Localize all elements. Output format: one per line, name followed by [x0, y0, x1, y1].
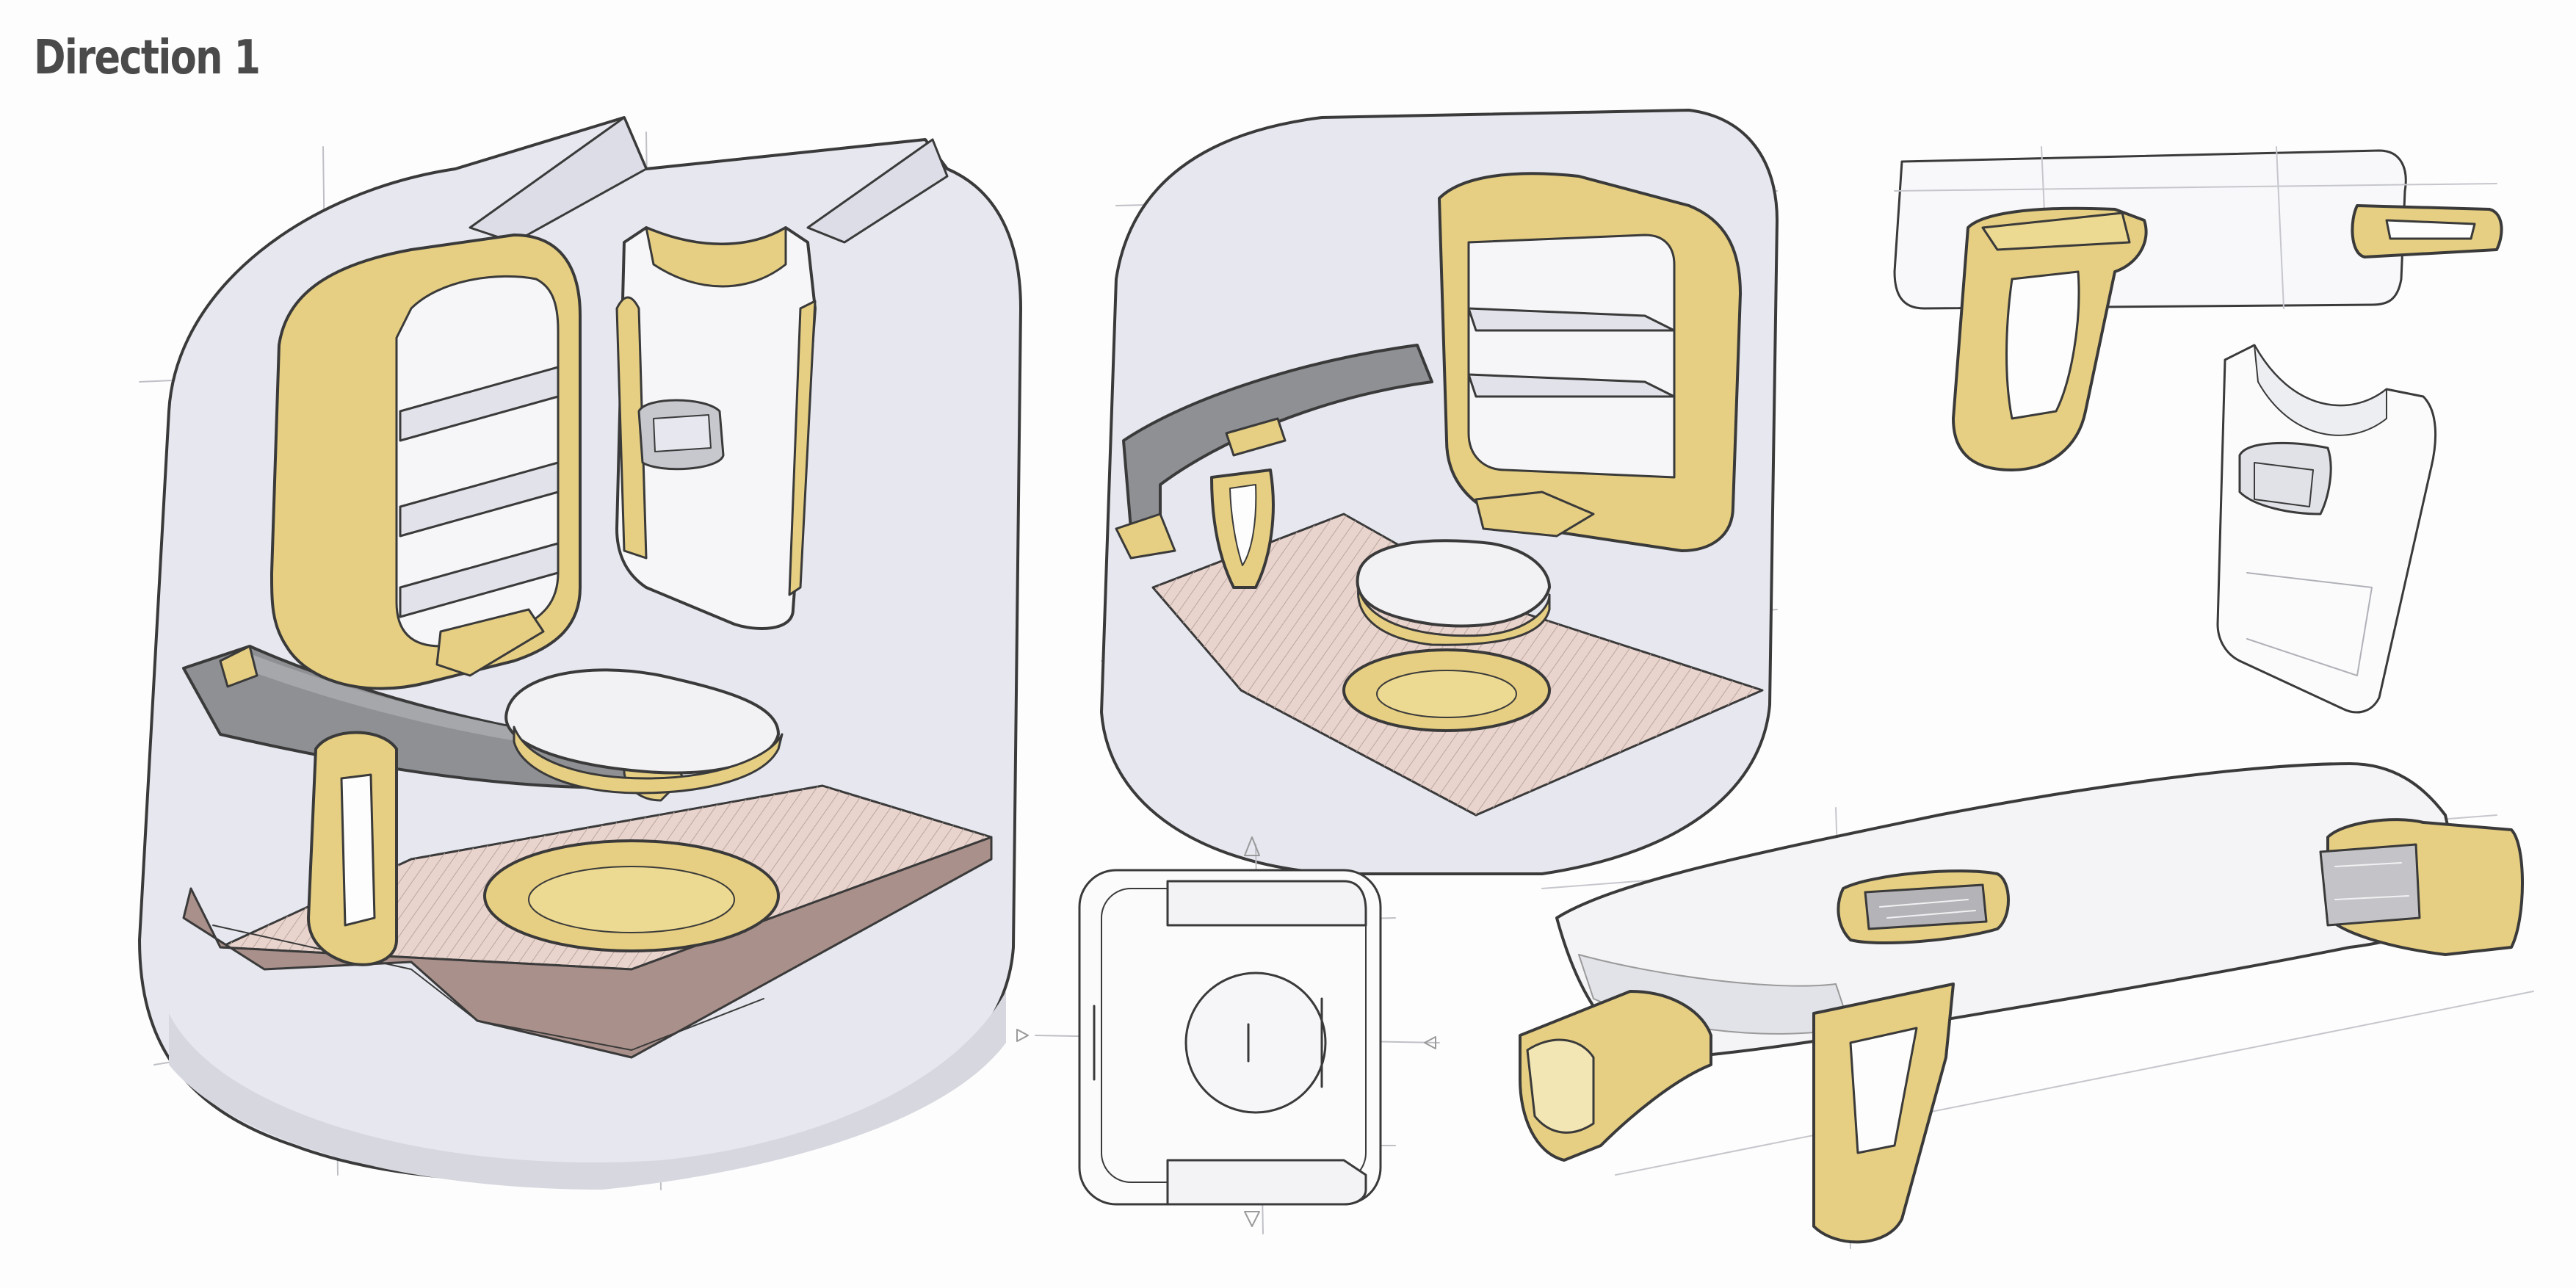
handle-bar-perspective [1519, 762, 2534, 1249]
interior-pod-side-view [1100, 109, 1779, 882]
round-table-top [504, 668, 780, 775]
interior-pod-front-view [138, 116, 1022, 1190]
page-title: Direction 1 [34, 31, 261, 85]
round-table-top-2 [1356, 539, 1551, 628]
dark-handle-bar-2 [1122, 344, 1433, 545]
plan-table [1184, 972, 1327, 1114]
seat-back-detail [2216, 344, 2436, 714]
overhead-grab-handle-detail [1893, 146, 2503, 471]
seat-back-shell [2216, 344, 2436, 714]
top-view-plan [1016, 836, 1440, 1234]
